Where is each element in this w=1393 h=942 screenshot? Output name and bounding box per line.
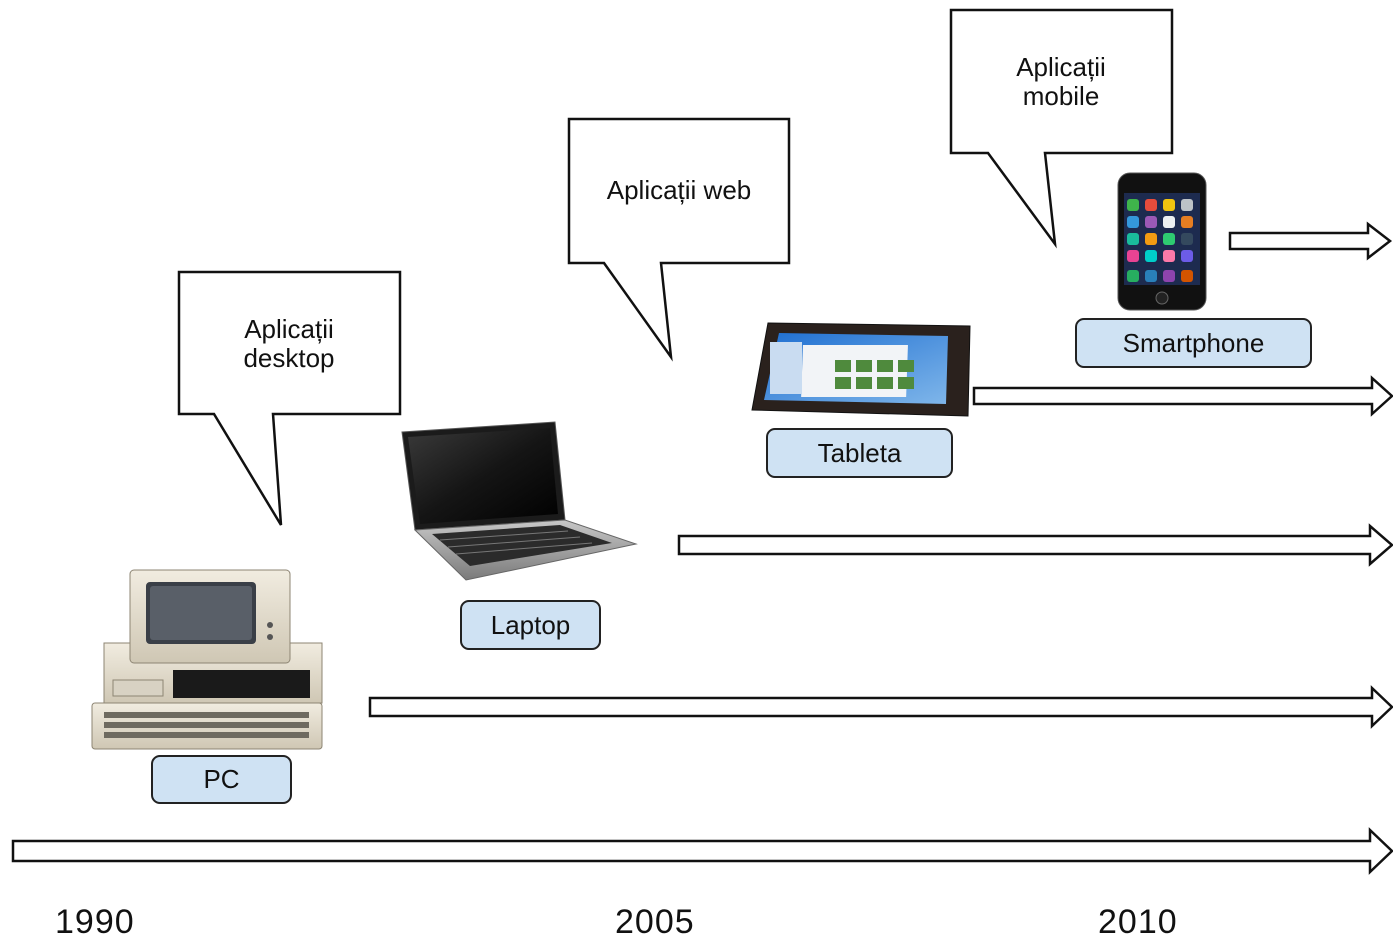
desktop-apps-callout-text: Aplicații desktop <box>189 315 389 373</box>
tablet-icon <box>751 322 971 417</box>
laptop-icon <box>401 421 638 581</box>
smartphone-icon <box>1117 172 1207 311</box>
callout-line: Aplicații <box>244 314 334 344</box>
tablet-label: Tableta <box>766 428 953 478</box>
timeline-arrow <box>11 827 1393 875</box>
smartphone-era-arrow <box>1228 221 1393 261</box>
smartphone-label: Smartphone <box>1075 318 1312 368</box>
laptop-era-arrow <box>677 523 1393 567</box>
year-label: 2005 <box>615 903 695 941</box>
pc-era-arrow <box>368 685 1393 729</box>
callout-line: mobile <box>1022 81 1100 111</box>
pc-icon <box>91 569 323 750</box>
year-label: 2010 <box>1098 903 1178 941</box>
mobile-apps-callout <box>949 8 1174 249</box>
callout-line: Aplicații web <box>606 175 752 205</box>
callout-line: Aplicații <box>1016 52 1106 82</box>
desktop-apps-callout <box>177 270 402 526</box>
web-apps-callout-text: Aplicații web <box>569 176 789 205</box>
callout-line: desktop <box>243 343 335 373</box>
mobile-apps-callout-text: Aplicații mobile <box>961 53 1161 111</box>
tablet-era-arrow <box>972 375 1393 417</box>
pc-label: PC <box>151 755 292 804</box>
laptop-label: Laptop <box>460 600 601 650</box>
web-apps-callout <box>567 117 791 362</box>
year-label: 1990 <box>55 903 135 941</box>
